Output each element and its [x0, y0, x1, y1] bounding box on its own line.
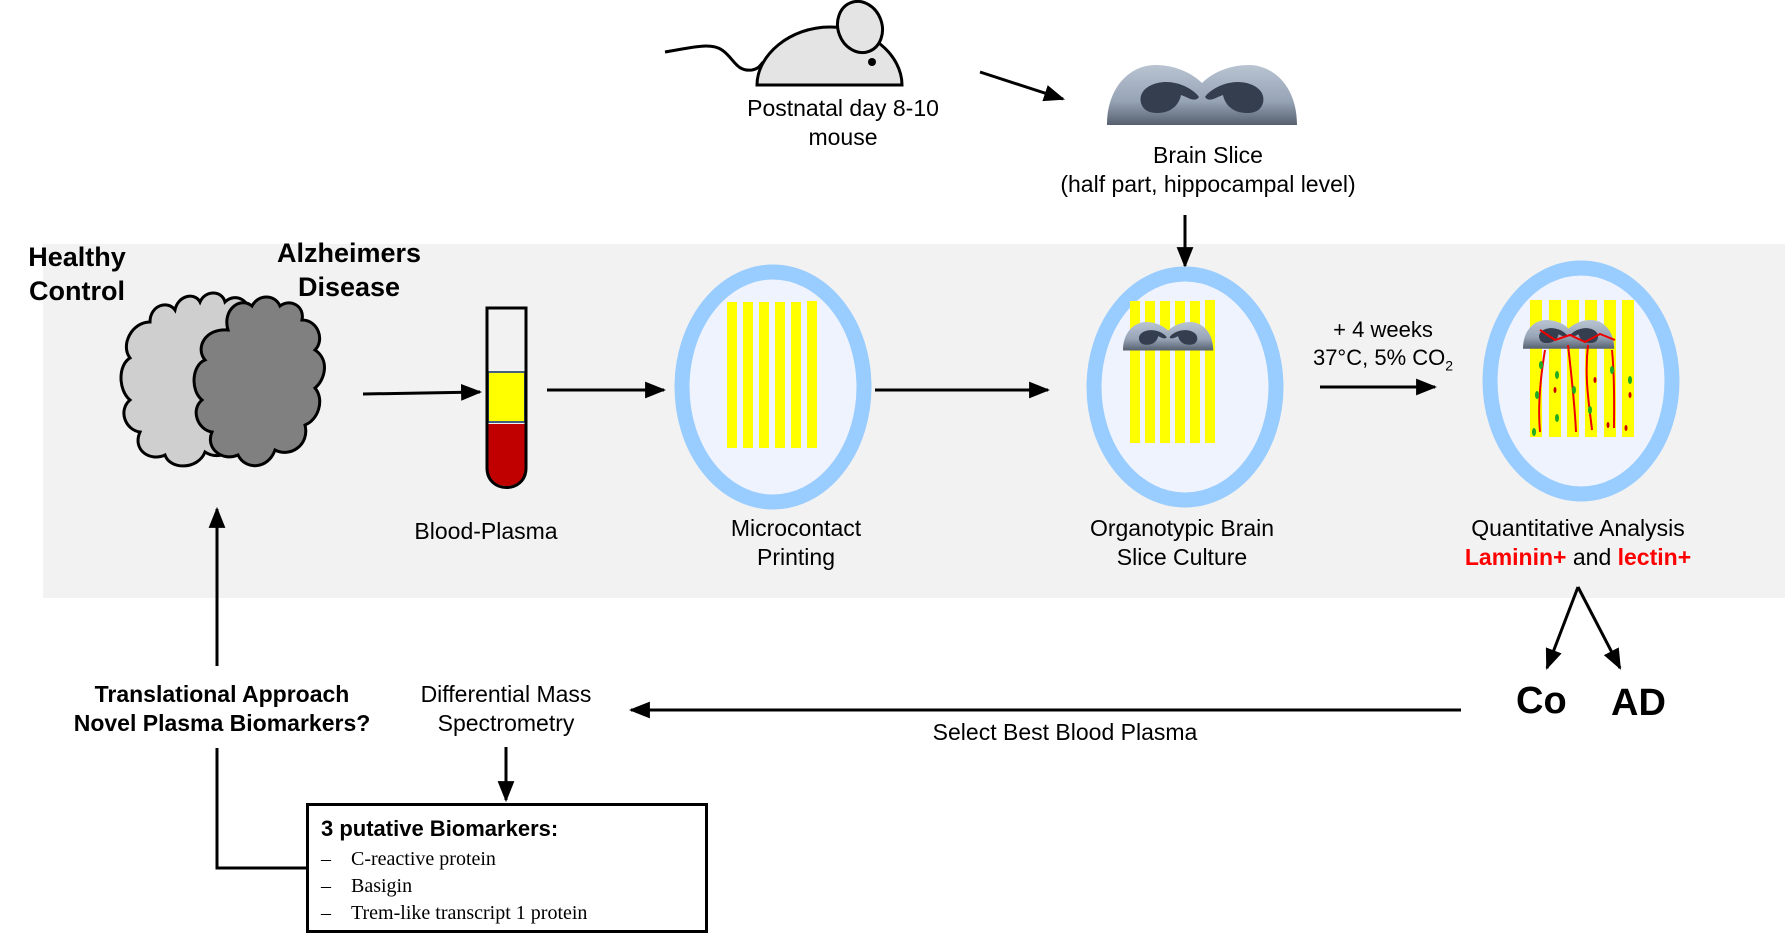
incubation-conditions-text: 37°C, 5% CO [1312, 345, 1446, 370]
microcontact-line1: Microcontact [730, 515, 862, 541]
select-plasma-label: Select Best Blood Plasma [932, 719, 1198, 745]
healthy-line2: Control [29, 276, 125, 306]
culture-dish-icon [1086, 266, 1284, 508]
analysis-dish-icon [1482, 260, 1680, 502]
slice-label: Brain Slice (half part, hippocampal leve… [1060, 141, 1355, 199]
translational-line1: Translational Approach [94, 681, 350, 707]
connector-biomarkers-to-translational [215, 748, 306, 870]
brain-slice-icon [1107, 65, 1297, 125]
quantitative-markers: Laminin+ and lectin+ [1465, 543, 1691, 572]
arrow-mouse-to-slice [979, 70, 1065, 102]
ms-line1: Differential Mass [420, 681, 592, 707]
incubation-label: + 4 weeks 37°C, 5% CO2 [1313, 316, 1453, 379]
microcontact-label: Microcontact Printing [731, 514, 861, 572]
translational-line2: Novel Plasma Biomarkers? [73, 710, 371, 736]
biomarker-item: C-reactive protein [321, 846, 587, 873]
mouse-label-line1: Postnatal day 8-10 [747, 95, 939, 121]
biomarker-item: Trem-like transcript 1 protein [321, 900, 587, 927]
ad-outcome: AD [1611, 682, 1666, 724]
biomarkers-title: 3 putative Biomarkers: [321, 816, 559, 841]
organotypic-label: Organotypic Brain Slice Culture [1090, 514, 1274, 572]
mass-spectrometry-label: Differential Mass Spectrometry [421, 680, 592, 738]
blood-plasma-label: Blood-Plasma [414, 517, 557, 546]
incubation-duration: + 4 weeks [1333, 317, 1433, 342]
translational-label: Translational Approach Novel Plasma Biom… [74, 680, 371, 738]
ms-line2: Spectrometry [437, 710, 575, 736]
lectin-marker: lectin+ [1617, 544, 1692, 570]
alzheimers-disease-label: Alzheimers Disease [277, 236, 421, 304]
blood-tube-icon [485, 306, 528, 489]
biomarkers-box: 3 putative Biomarkers: C-reactive protei… [306, 803, 708, 933]
blood-plasma-text: Blood-Plasma [414, 518, 558, 544]
healthy-line1: Healthy [28, 242, 126, 272]
quantitative-line1: Quantitative Analysis [1471, 515, 1685, 541]
laminin-marker: Laminin+ [1464, 544, 1567, 570]
control-outcome: Co [1516, 680, 1567, 722]
markers-conjunction: and [1572, 544, 1612, 570]
microcontact-dish-icon [674, 264, 872, 510]
biomarkers-list: C-reactive protein Basigin Trem-like tra… [321, 846, 587, 927]
co2-subscript: 2 [1445, 357, 1454, 374]
incubation-conditions: 37°C, 5% CO2 [1313, 344, 1453, 379]
organotypic-line2: Slice Culture [1116, 544, 1248, 570]
microcontact-line2: Printing [757, 544, 835, 570]
slice-label-line1: Brain Slice [1153, 142, 1263, 168]
alzheimers-brain-icon [192, 295, 326, 468]
arrow-to-ad [1576, 586, 1622, 670]
alz-line2: Disease [297, 272, 401, 302]
mouse-label-line2: mouse [808, 124, 878, 150]
mouse-label: Postnatal day 8-10 mouse [747, 94, 939, 152]
biomarker-item: Basigin [321, 873, 587, 900]
organotypic-line1: Organotypic Brain [1089, 515, 1275, 541]
arrow-brains-to-tube [362, 383, 483, 401]
quantitative-label: Quantitative Analysis Laminin+ and lecti… [1465, 514, 1691, 572]
slice-label-line2: (half part, hippocampal level) [1060, 171, 1356, 197]
arrow-to-control [1545, 586, 1580, 670]
alz-line1: Alzheimers [276, 238, 422, 268]
healthy-control-label: Healthy Control [28, 240, 126, 308]
mouse-icon [664, 0, 904, 87]
